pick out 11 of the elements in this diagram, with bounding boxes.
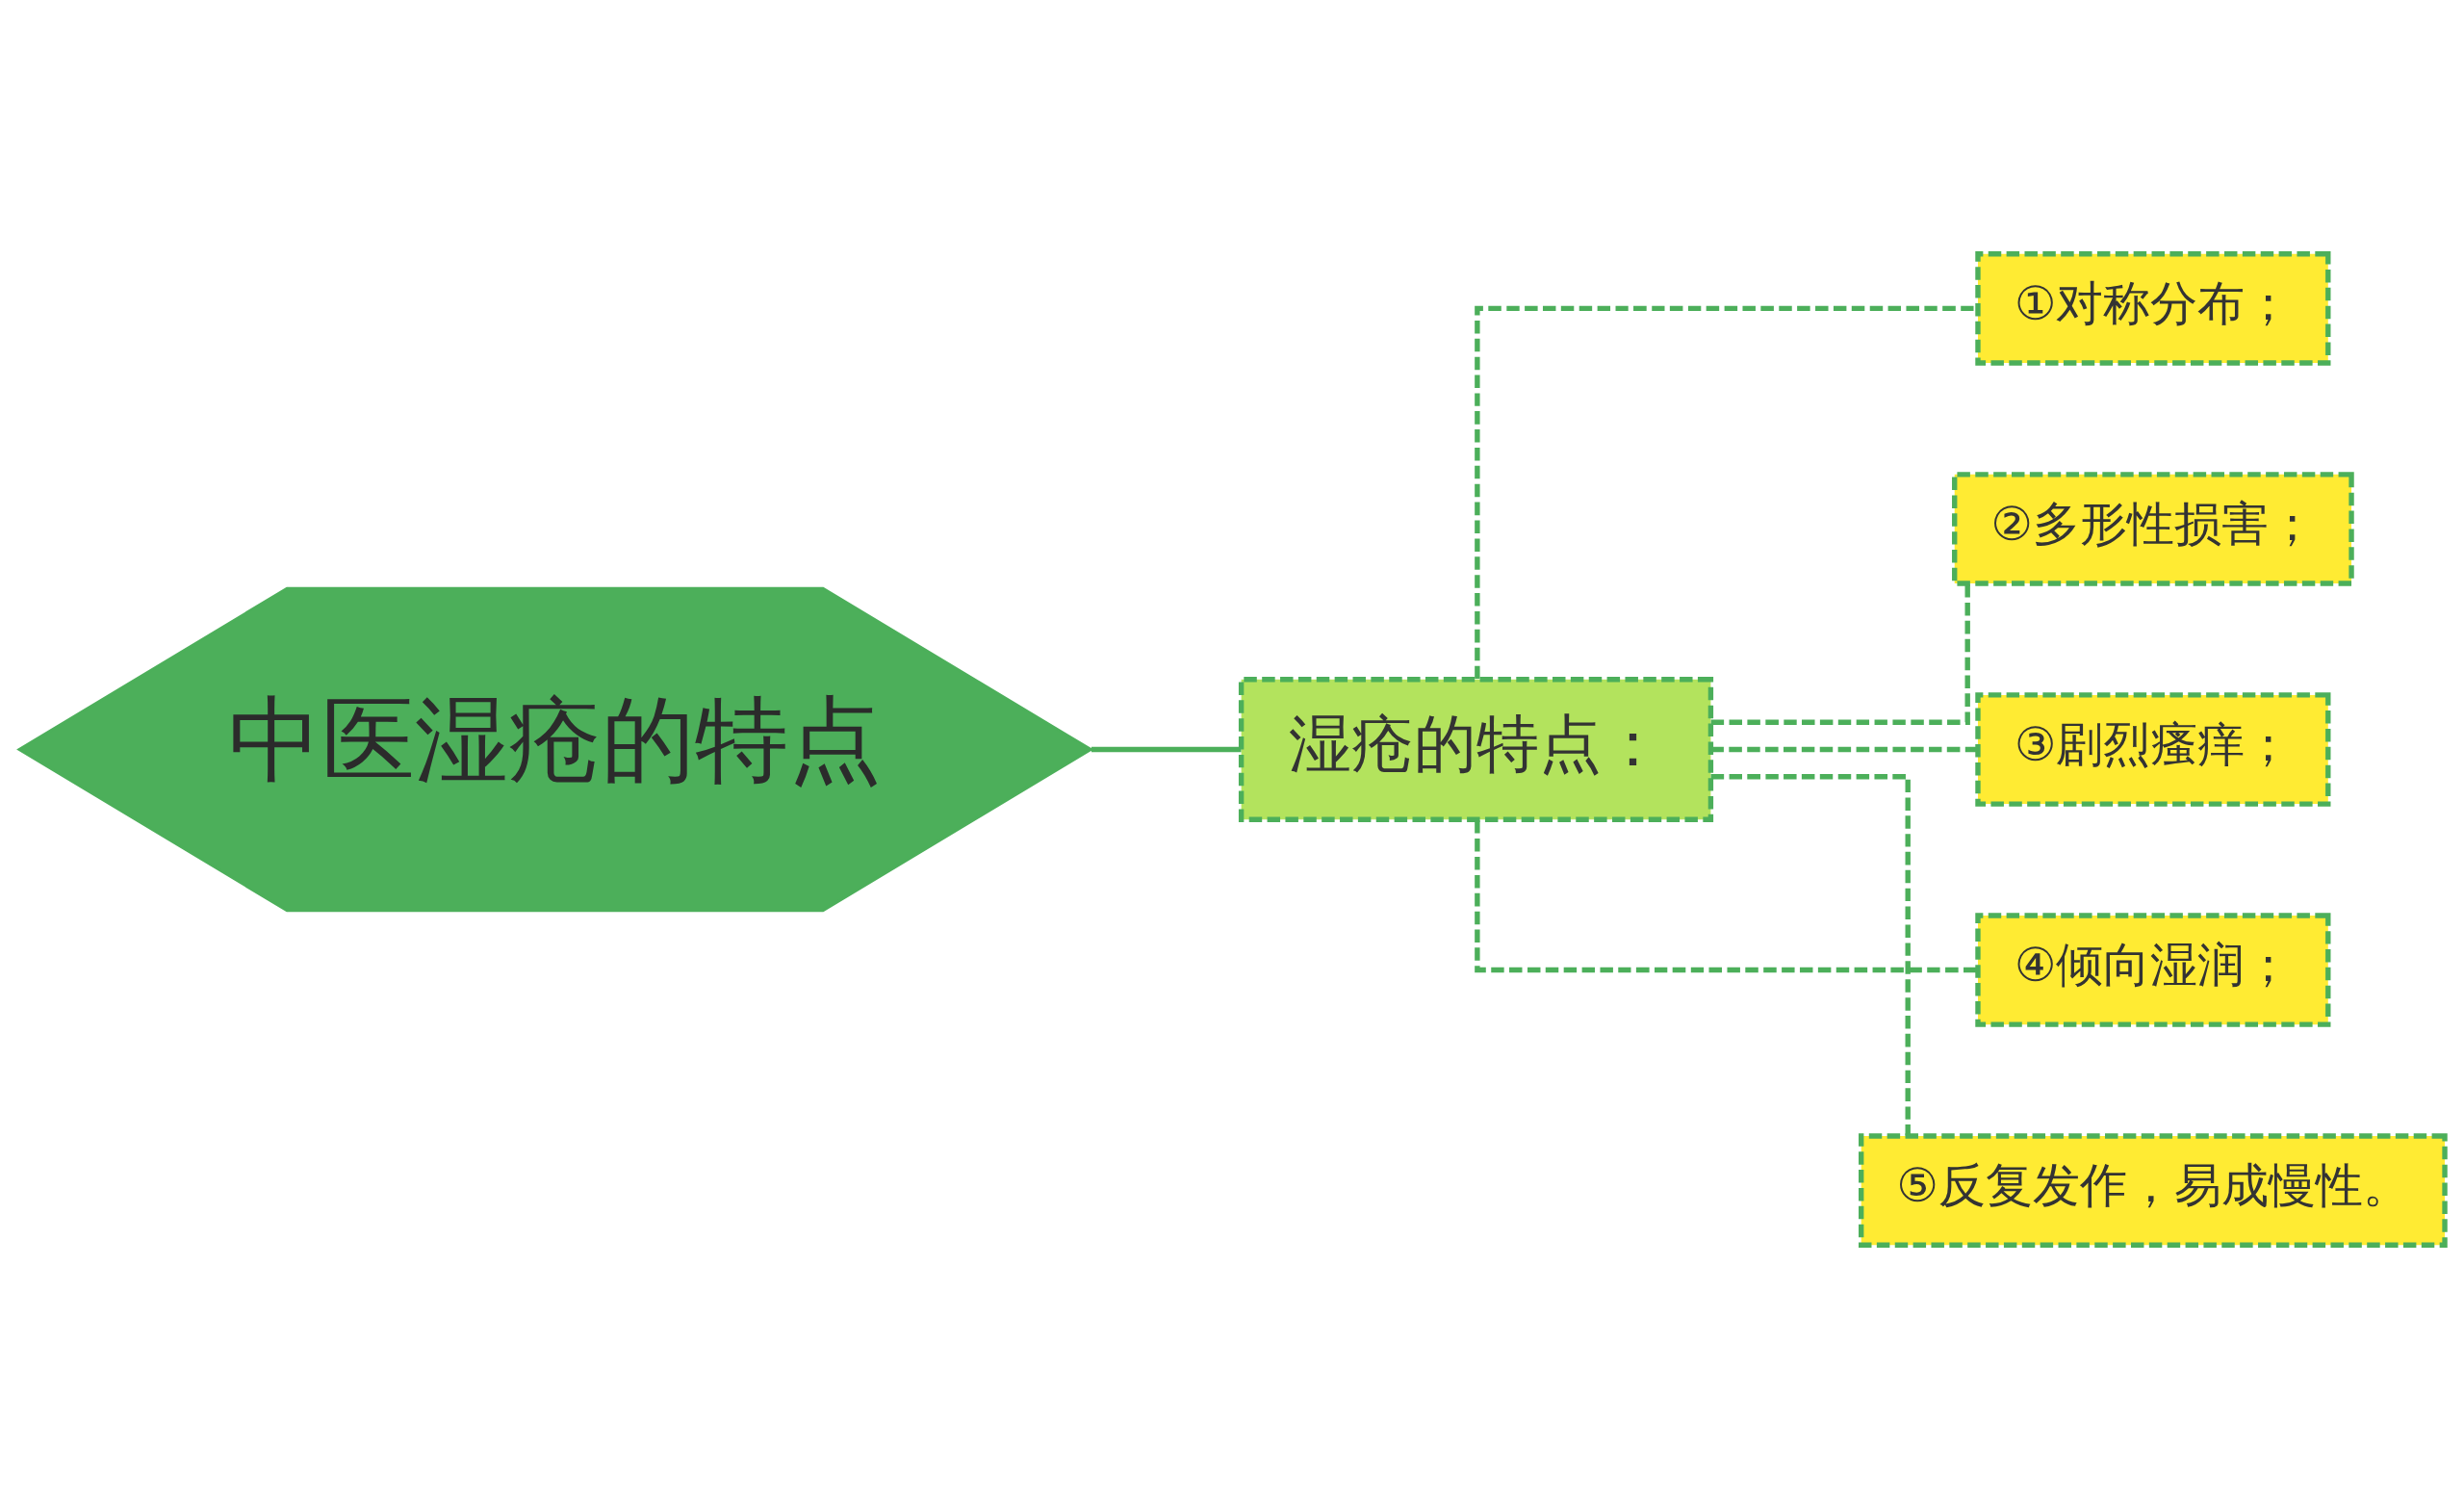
node-box: ②多形性损害； <box>1952 471 2354 586</box>
node-box: ①对称分布； <box>1975 250 2331 366</box>
node-box: ⑤反复发作，易成慢性。 <box>1859 1132 2448 1248</box>
node-box: 湿疮的特点： <box>1238 676 1714 822</box>
node-box: ③剧烈瘙痒； <box>1975 691 2331 807</box>
connector <box>1710 582 1970 725</box>
connector <box>1475 819 1978 972</box>
connector <box>1091 746 1242 752</box>
connector <box>1710 746 1978 752</box>
connector <box>1710 773 1911 1136</box>
node-box: ④倾向湿润； <box>1975 912 2331 1027</box>
